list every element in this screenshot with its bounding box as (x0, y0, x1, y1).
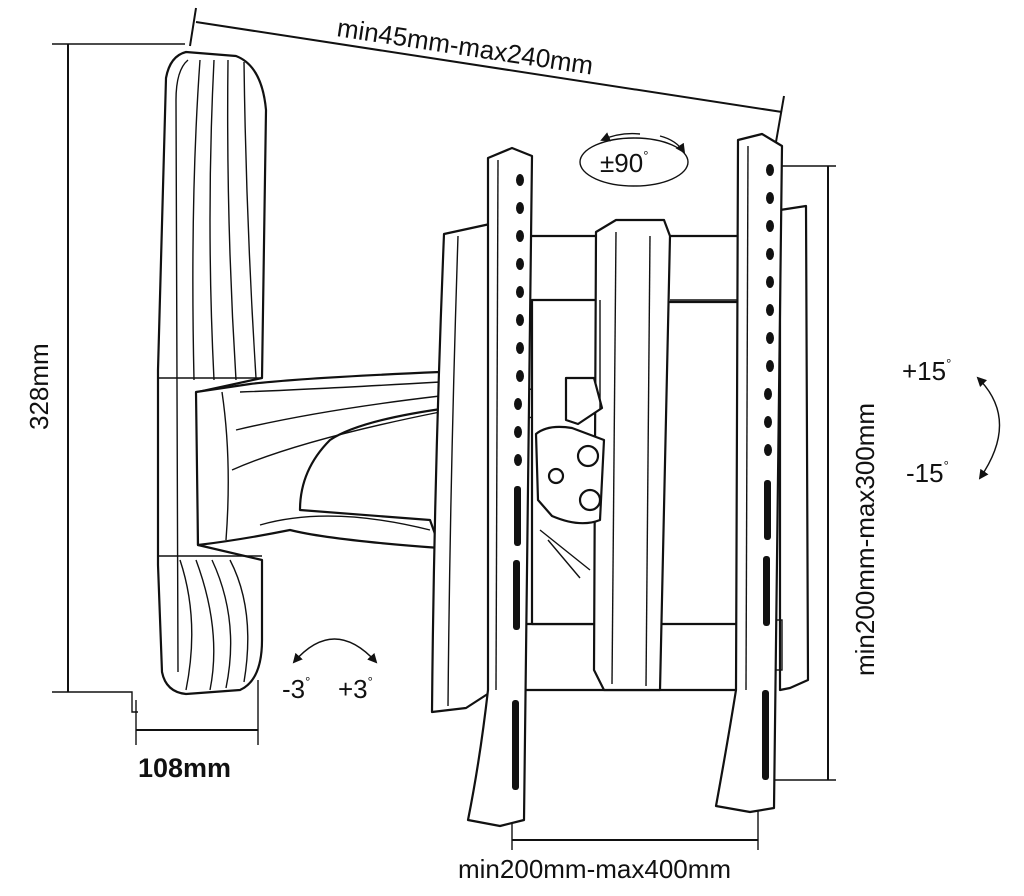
tilt-down-label: -15° (906, 458, 949, 488)
level-left-label: -3° (282, 674, 310, 704)
rotation-symbol (579, 132, 689, 187)
vesa-horizontal-label: min200mm-max400mm (458, 854, 731, 884)
wall-plate-width-label: 108mm (138, 753, 231, 783)
level-right-label: +3° (338, 674, 373, 704)
arm-extension-dim-line (195, 21, 783, 113)
bolt-icon (576, 444, 600, 468)
height-ext-bottom (52, 691, 138, 713)
wall-plate (156, 50, 268, 696)
tilt-up-label: +15° (902, 356, 951, 386)
arm-extension-tick-right (775, 95, 785, 143)
tilt-symbol (976, 376, 1001, 480)
level-symbol (292, 638, 378, 664)
vesa-vertical-label: min200mm-max300mm (850, 403, 880, 676)
dimension-lines (52, 7, 836, 850)
arm-extension-tick-left (189, 7, 197, 47)
arm-extension-label: min45mm-max240mm (335, 12, 595, 80)
side-bracket-left (430, 222, 502, 714)
rotation-label: ±90° (600, 148, 648, 178)
vesa-rail-right (714, 132, 784, 814)
wall-plate-height-label: 328mm (24, 343, 54, 430)
tilt-mechanism (514, 218, 786, 692)
bolt-icon (578, 488, 602, 512)
bolt-icon (547, 467, 565, 485)
vesa-rail-left (466, 146, 534, 828)
